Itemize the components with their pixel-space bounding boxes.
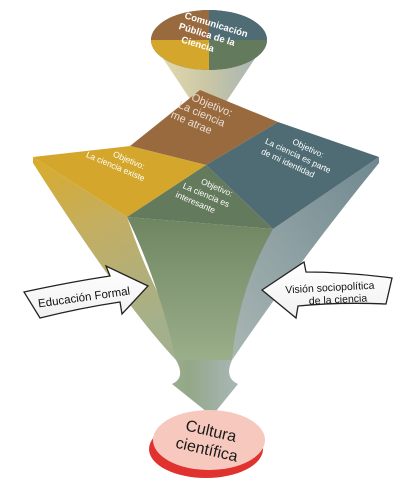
- right-arrow-label-line1: Visión sociopolítica: [285, 280, 375, 297]
- funnel-middle-face: [127, 217, 273, 360]
- funnel-left-face: [33, 157, 178, 360]
- top-circle: [151, 10, 267, 70]
- quadrant-identidad: [206, 122, 379, 229]
- quadrant-interesante: [127, 165, 273, 229]
- quadrant-existe: [33, 146, 206, 217]
- right-arrow-label-line2: de la ciencia: [309, 292, 368, 307]
- quadrant-me-atrae: [130, 90, 278, 165]
- left-arrow: [22, 264, 150, 319]
- funnel-right-face: [232, 157, 379, 360]
- result-disc: [149, 410, 265, 478]
- right-arrow: [260, 260, 393, 320]
